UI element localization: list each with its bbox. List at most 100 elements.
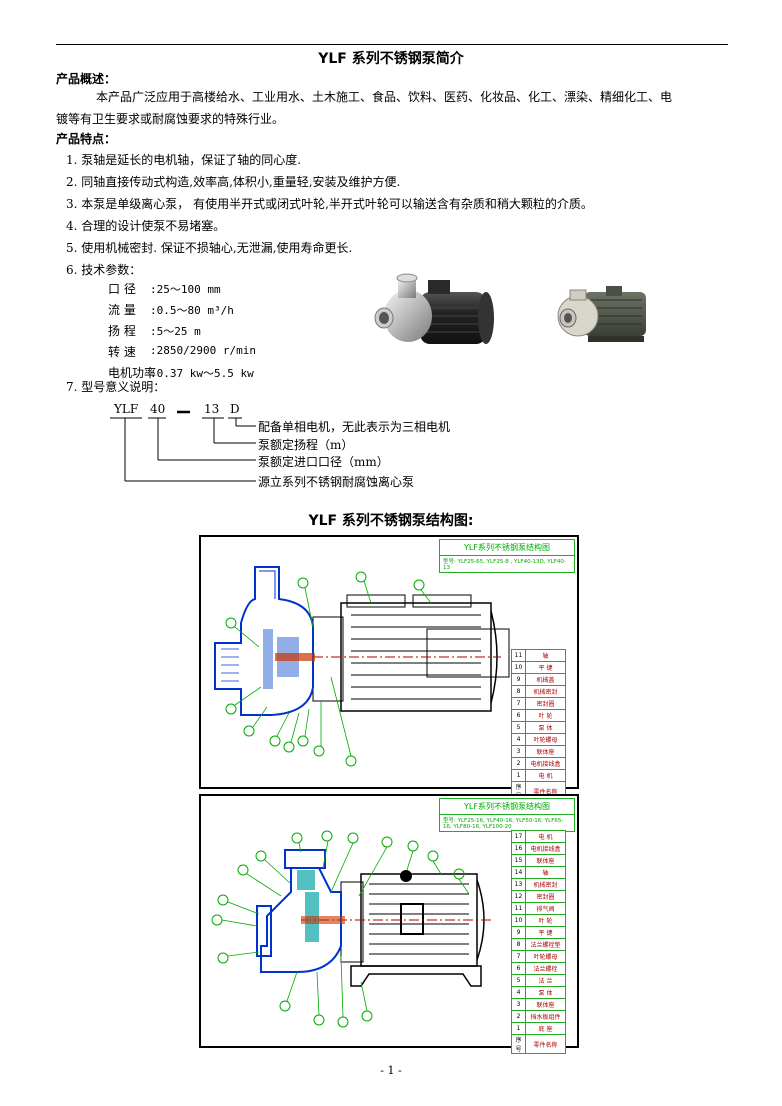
- part-name: 联体座: [525, 998, 566, 1011]
- feature-item: 1. 泵轴是延长的电机轴，保证了轴的同心度.: [66, 153, 302, 167]
- part-number: 16: [511, 842, 526, 855]
- part-name: 电 机: [525, 830, 566, 843]
- part-number: 13: [511, 878, 526, 891]
- model-meaning: 源立系列不锈钢耐腐蚀离心泵: [258, 475, 415, 489]
- overview-line-1: 本产品广泛应用于高楼给水、工业用水、土木施工、食品、饮料、医药、化妆品、化工、漂…: [96, 90, 673, 104]
- part-number: 序号: [511, 1034, 526, 1054]
- model-heading: 7. 型号意义说明：: [66, 380, 166, 394]
- part-name: 联体座: [525, 854, 566, 867]
- part-name: 平 键: [525, 926, 566, 939]
- part-number: 6: [511, 709, 526, 722]
- part-number: 9: [511, 673, 526, 686]
- features-heading: 产品特点：: [56, 132, 117, 146]
- drawing-1-title: YLF系列不锈钢泵结构图: [440, 540, 574, 556]
- part-number: 6: [511, 962, 526, 975]
- page-number: - 1 -: [380, 1064, 402, 1077]
- model-part-motor: D: [230, 402, 240, 416]
- part-number: 2: [511, 1010, 526, 1023]
- part-number: 2: [511, 757, 526, 770]
- model-meaning: 配备单相电机，无此表示为三相电机: [258, 420, 451, 434]
- part-number: 4: [511, 733, 526, 746]
- top-rule: [56, 44, 728, 45]
- part-name: 叶 轮: [525, 709, 566, 722]
- part-name: 电机接线盒: [525, 757, 566, 770]
- part-number: 3: [511, 745, 526, 758]
- structure-heading: YLF 系列不锈钢泵结构图:: [308, 513, 474, 529]
- drawing-2-title: YLF系列不锈钢泵结构图: [440, 799, 574, 815]
- drawing-1-subtitle: 型号: YLF25-65, YLF25-8 , YLF40-13D, YLF40…: [443, 559, 566, 571]
- part-number: 7: [511, 950, 526, 963]
- part-number: 7: [511, 697, 526, 710]
- pump-section-drawing-1: [214, 566, 510, 767]
- part-name: 密封圈: [525, 697, 566, 710]
- part-number: 15: [511, 854, 526, 867]
- feature-item: 5. 使用机械密封. 保证不损轴心,无泄漏,使用寿命更长.: [66, 241, 353, 255]
- part-name: 泵 体: [525, 721, 566, 734]
- feature-item: 2. 同轴直接传动式构造,效率高,体积小,重量轻,安装及维护方便.: [66, 175, 401, 189]
- part-number: 14: [511, 866, 526, 879]
- param-value: :0.37 kw～5.5 kw: [150, 367, 254, 380]
- part-number: 5: [511, 974, 526, 987]
- part-number: 8: [511, 938, 526, 951]
- part-name: 叶轮螺母: [525, 950, 566, 963]
- model-meaning: 泵额定扬程（m）: [258, 438, 354, 452]
- param-value: :0.5～80 m³/h: [150, 304, 234, 317]
- feature-item: 6. 技术参数：: [66, 263, 142, 277]
- part-number: 9: [511, 926, 526, 939]
- pump-section-drawing-2: [211, 830, 491, 1028]
- part-number: 11: [511, 902, 526, 915]
- part-number: 11: [511, 649, 526, 662]
- part-number: 10: [511, 914, 526, 927]
- part-name: 平 键: [525, 661, 566, 674]
- part-number: 4: [511, 986, 526, 999]
- part-number: 12: [511, 890, 526, 903]
- part-name: 叶轮螺母: [525, 733, 566, 746]
- model-part-series: YLF: [114, 402, 139, 416]
- part-name: 电 机: [525, 769, 566, 782]
- part-name: 挡水板组件: [525, 1010, 566, 1023]
- part-name: 叶 轮: [525, 914, 566, 927]
- part-name: 法兰螺栓: [525, 962, 566, 975]
- part-name: 机械密封: [525, 685, 566, 698]
- param-value: :2850/2900 r/min: [150, 344, 256, 357]
- part-number: 8: [511, 685, 526, 698]
- param-label: 电机功率: [108, 366, 157, 380]
- feature-item: 3. 本泵是单级离心泵， 有使用半开式或闭式叶轮,半开式叶轮可以输送含有杂质和稍…: [66, 197, 593, 211]
- part-name: 法 兰: [525, 974, 566, 987]
- part-number: 3: [511, 998, 526, 1011]
- part-name: 泵 体: [525, 986, 566, 999]
- part-name: 轴: [525, 649, 566, 662]
- part-number: 10: [511, 661, 526, 674]
- part-name: 密封圈: [525, 890, 566, 903]
- overview-heading: 产品概述：: [56, 72, 117, 86]
- part-name: 零件名称: [525, 1034, 566, 1054]
- part-name: 轴: [525, 866, 566, 879]
- structure-drawing-1: YLF系列不锈钢泵结构图 型号: YLF25-65, YLF25-8 , YLF…: [199, 535, 579, 801]
- structure-drawing-2: YLF系列不锈钢泵结构图 型号: YLF25-16, YLF40-16, YLF…: [199, 794, 579, 1054]
- model-part-head: 13: [204, 402, 220, 416]
- param-label: 流 量: [108, 303, 136, 317]
- param-label: 口 径: [108, 282, 136, 296]
- part-name: 排气阀: [525, 902, 566, 915]
- part-name: 底 座: [525, 1022, 566, 1035]
